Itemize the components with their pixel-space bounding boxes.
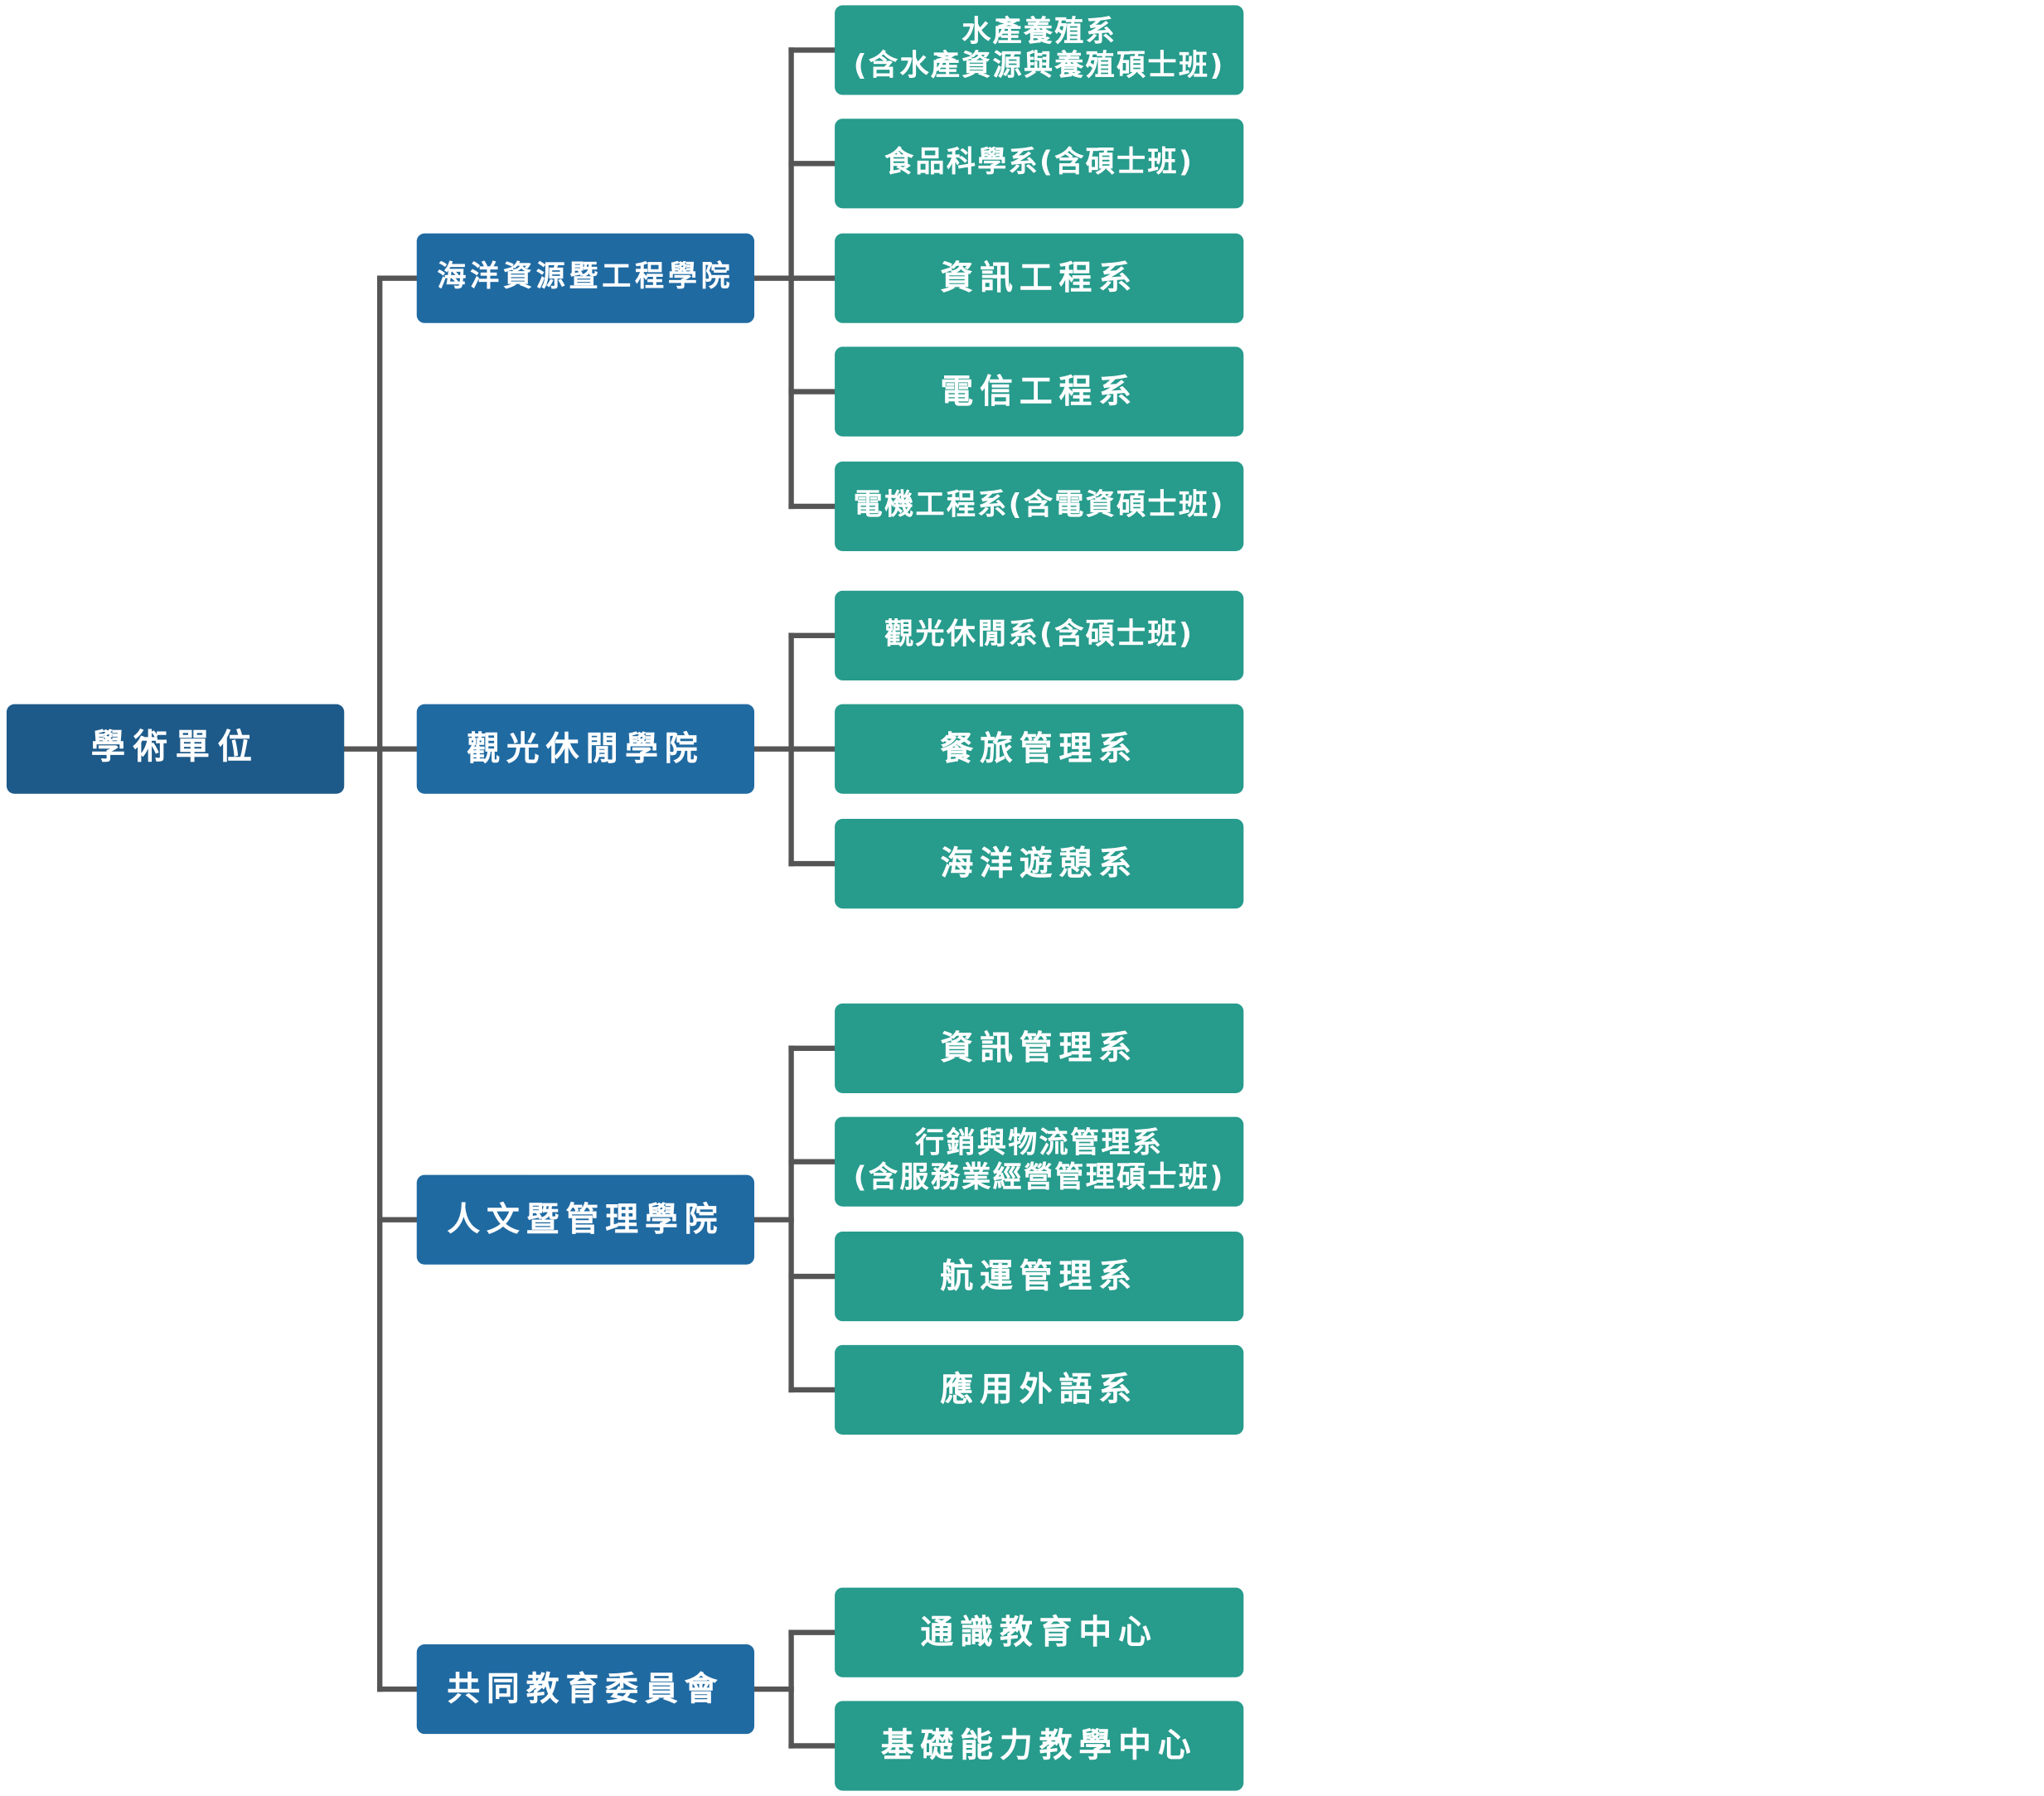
department-node: 航運管理系 xyxy=(835,1231,1244,1322)
department-label: 餐旅管理系 xyxy=(940,729,1139,767)
department-node: 行銷與物流管理系 (含服務業經營管理碩士班) xyxy=(835,1116,1244,1207)
department-node: 水產養殖系 (含水產資源與養殖碩士班) xyxy=(835,5,1244,95)
department-sublabel: (含服務業經營管理碩士班) xyxy=(853,1161,1225,1195)
department-label: 通識教育中心 xyxy=(920,1612,1158,1651)
department-label: 電機工程系(含電資碩士班) xyxy=(853,488,1225,522)
college-node: 人文暨管理學院 xyxy=(416,1174,755,1265)
department-node: 資訊工程系 xyxy=(835,233,1244,323)
college-node: 觀光休閒學院 xyxy=(416,704,755,794)
department-node: 資訊管理系 xyxy=(835,1003,1244,1093)
department-node: 應用外語系 xyxy=(835,1344,1244,1435)
root-label: 學術單位 xyxy=(90,728,260,768)
department-node: 觀光休閒系(含碩士班) xyxy=(835,590,1244,680)
department-node: 電機工程系(含電資碩士班) xyxy=(835,461,1244,552)
department-label: 航運管理系 xyxy=(940,1256,1139,1295)
college-node: 共同教育委員會 xyxy=(416,1644,755,1735)
college-label: 海洋資源暨工程學院 xyxy=(437,260,734,294)
department-label: 觀光休閒系(含碩士班) xyxy=(884,617,1194,651)
department-sublabel: (含水產資源與養殖碩士班) xyxy=(853,50,1225,84)
department-node: 電信工程系 xyxy=(835,346,1244,437)
department-label: 應用外語系 xyxy=(940,1370,1139,1409)
department-node: 餐旅管理系 xyxy=(835,704,1244,794)
college-label: 人文暨管理學院 xyxy=(447,1199,724,1238)
department-label: 食品科學系(含碩士班) xyxy=(884,146,1194,180)
college-label: 觀光休閒學院 xyxy=(467,729,705,767)
department-node: 食品科學系(含碩士班) xyxy=(835,119,1244,209)
department-node: 海洋遊憩系 xyxy=(835,819,1244,909)
department-label: 水產養殖系 xyxy=(961,15,1117,49)
department-label: 基礎能力教學中心 xyxy=(880,1726,1198,1765)
department-label: 海洋遊憩系 xyxy=(940,844,1139,883)
department-node: 通識教育中心 xyxy=(835,1587,1244,1677)
department-node: 基礎能力教學中心 xyxy=(835,1701,1244,1791)
college-label: 共同教育委員會 xyxy=(447,1669,724,1708)
department-label: 行銷與物流管理系 xyxy=(915,1126,1164,1160)
department-label: 電信工程系 xyxy=(940,371,1139,410)
department-label: 資訊工程系 xyxy=(940,258,1139,297)
department-label: 資訊管理系 xyxy=(940,1028,1139,1067)
college-node: 海洋資源暨工程學院 xyxy=(416,233,755,323)
root-node: 學術單位 xyxy=(6,704,345,794)
